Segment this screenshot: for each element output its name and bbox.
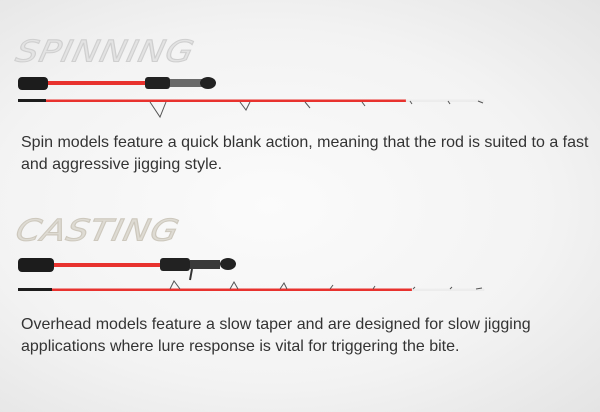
casting-rod-blank xyxy=(18,280,485,291)
casting-rod-image xyxy=(18,258,485,291)
casting-rod-handle xyxy=(18,258,236,281)
casting-description: Overhead models feature a slow taper and… xyxy=(21,316,531,355)
spinning-rod-blank xyxy=(18,99,485,119)
spinning-rod-image xyxy=(18,77,485,119)
spinning-title: SPINNING xyxy=(12,34,198,69)
spinning-rod-handle xyxy=(18,77,216,90)
spinning-description: Spin models feature a quick blank action… xyxy=(21,134,589,173)
casting-title: CASTING xyxy=(12,213,183,248)
